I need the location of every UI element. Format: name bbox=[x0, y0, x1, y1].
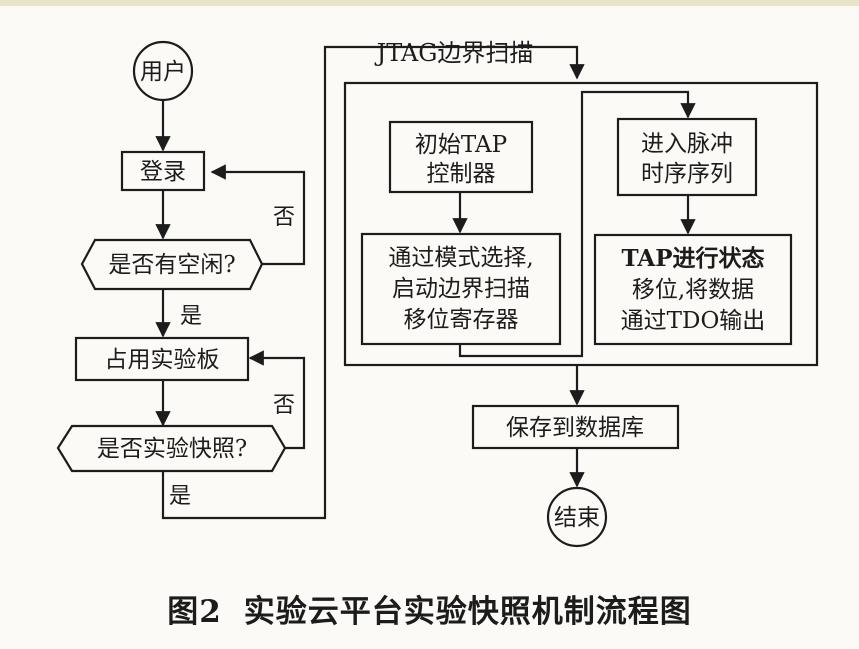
idle-yes-label: 是 bbox=[180, 304, 202, 329]
user-label: 用户 bbox=[140, 59, 186, 85]
save-db-label: 保存到数据库 bbox=[506, 415, 644, 441]
node-idle-decision bbox=[80, 238, 264, 291]
node-pulse-box bbox=[616, 117, 758, 197]
edge-mode-to-pulse bbox=[458, 90, 696, 358]
flowchart-diagram: 用户 登录 是否有空闲? 占用实验板 是否实验快照? JTAG边界扫描 初始TA… bbox=[56, 39, 819, 548]
node-occupy-box bbox=[74, 336, 250, 382]
tap-shift-line-3: 通过TDO输出 bbox=[621, 308, 766, 334]
edge-snapshot-no-loop bbox=[248, 350, 306, 450]
node-login-box bbox=[120, 150, 206, 192]
figure-caption: 图2 实验云平台实验快照机制流程图 bbox=[0, 586, 859, 631]
tap-shift-line-1: TAP进行状态 bbox=[622, 245, 765, 272]
mode-select-line-3: 移位寄存器 bbox=[404, 307, 519, 333]
jtag-title: JTAG边界扫描 bbox=[374, 39, 534, 67]
node-mode-box bbox=[360, 232, 562, 346]
node-snapshot-decision bbox=[56, 424, 287, 473]
idle-no-label: 否 bbox=[273, 205, 295, 230]
jtag-frame bbox=[343, 81, 819, 367]
caption-figure-number: 图2 bbox=[167, 594, 222, 630]
node-end-terminal bbox=[546, 486, 608, 548]
init-tap-line-2: 控制器 bbox=[427, 161, 496, 187]
occupy-board-label: 占用实验板 bbox=[105, 347, 220, 373]
idle-check-label: 是否有空闲? bbox=[108, 252, 235, 278]
pulse-seq-line-2: 时序序列 bbox=[641, 161, 733, 187]
end-label: 结束 bbox=[554, 505, 600, 531]
node-user-terminal bbox=[132, 40, 194, 102]
snapshot-yes-label: 是 bbox=[169, 484, 191, 509]
login-label: 登录 bbox=[140, 159, 186, 185]
snapshot-no-label: 否 bbox=[273, 393, 295, 418]
init-tap-line-1: 初始TAP bbox=[415, 132, 507, 158]
caption-title: 实验云平台实验快照机制流程图 bbox=[243, 594, 692, 630]
node-save-box bbox=[471, 404, 680, 450]
node-tap-box bbox=[593, 233, 793, 346]
scan-edge-strip bbox=[0, 0, 859, 6]
mode-select-line-1: 通过模式选择, bbox=[388, 245, 533, 271]
edge-idle-no-loop bbox=[210, 164, 306, 266]
node-init-box bbox=[388, 120, 534, 194]
snapshot-check-label: 是否实验快照? bbox=[97, 436, 247, 462]
mode-select-line-2: 启动边界扫描 bbox=[392, 276, 530, 302]
tap-shift-line-2: 移位,将数据 bbox=[632, 277, 754, 303]
edge-snapshot-yes-to-jtag bbox=[161, 45, 585, 520]
pulse-seq-line-1: 进入脉冲 bbox=[641, 131, 733, 157]
